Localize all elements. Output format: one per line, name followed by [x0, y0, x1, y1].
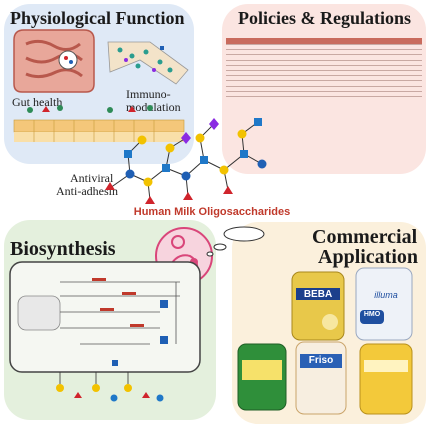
- hmo-center-label: Human Milk Oligosaccharides: [133, 206, 291, 218]
- regulation-table: [226, 38, 422, 97]
- biosynthesis-title: Biosynthesis: [10, 238, 116, 260]
- intestine-icon: [13, 29, 95, 93]
- friso-can-icon: [295, 341, 347, 415]
- gold-can-icon: [359, 343, 413, 415]
- immuno-label-1: Immuno-: [126, 87, 171, 101]
- friso-label: Friso: [308, 355, 334, 366]
- policies-title: Policies & Regulations: [238, 8, 411, 28]
- beba-label: BEBA: [303, 289, 333, 300]
- green-can-icon: [237, 343, 287, 411]
- commercial-title-line2: Application: [318, 246, 419, 268]
- thought-bubble-icon: [206, 226, 265, 257]
- anti-adhesin-label: Anti-adhesin: [56, 184, 118, 198]
- commercial-title-line1: Commercial: [312, 226, 418, 248]
- physiological-title: Physiological Function: [10, 8, 185, 28]
- epithelium-icon: [13, 105, 185, 142]
- hmo-label: HMO: [363, 311, 381, 318]
- hmo-monosaccharides: [105, 118, 267, 204]
- immuno-label-2: modulation: [126, 100, 181, 114]
- cell-pathway-diagram: [9, 261, 201, 402]
- beba-can-icon: [291, 271, 345, 341]
- illuma-can-icon: [355, 267, 413, 341]
- illuma-label: illuma: [374, 290, 398, 300]
- gut-health-label: Gut health: [12, 95, 63, 109]
- immune-network-icon: [107, 41, 189, 85]
- antiviral-label: Antiviral: [70, 171, 114, 185]
